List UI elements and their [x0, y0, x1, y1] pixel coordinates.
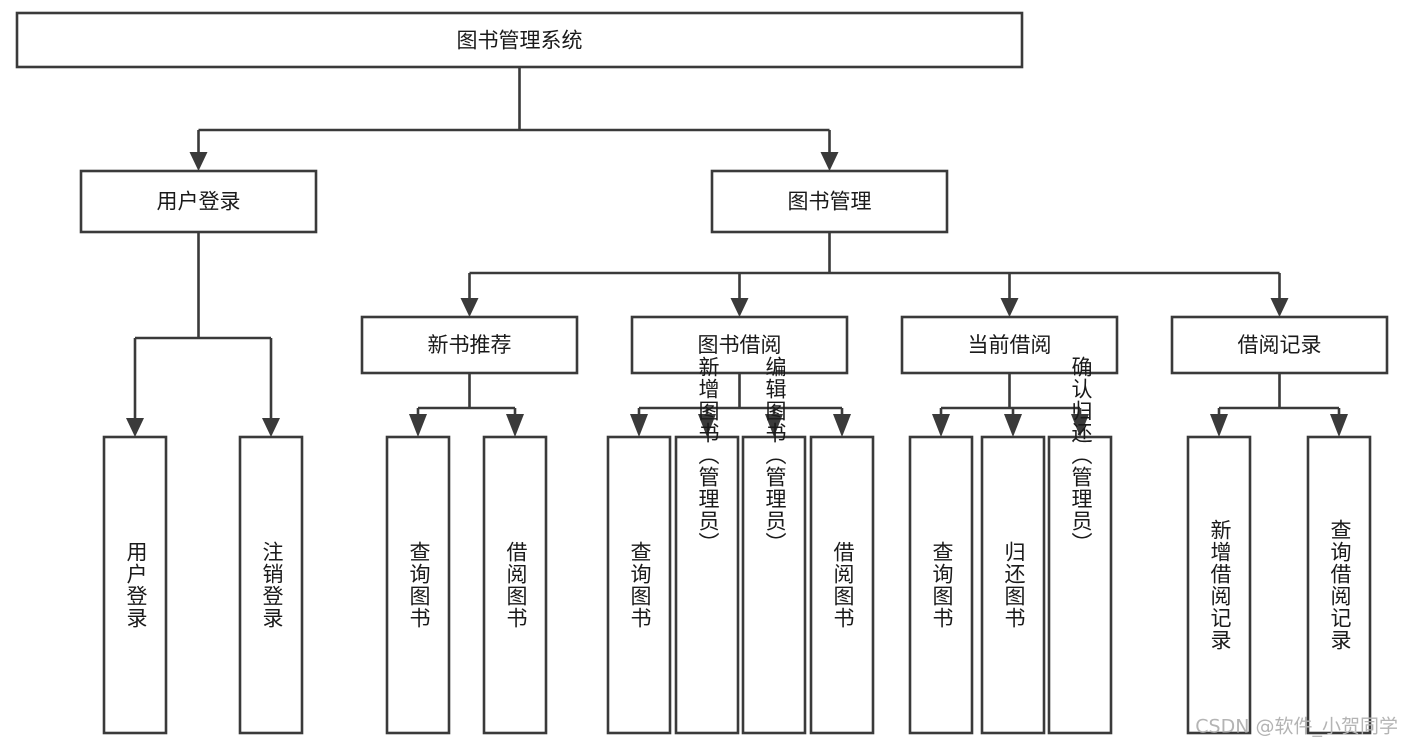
arrowhead-current-borrow [1000, 298, 1019, 317]
node-book-manage-label: 图书管理 [788, 190, 872, 214]
arrowhead-leaf-confirm-return [1071, 414, 1089, 437]
arrowhead-leaf-user-login [126, 418, 144, 437]
leaf-node-return-book[interactable]: 归还图书 [980, 435, 1046, 735]
edge-borrow-bus [637, 373, 844, 418]
node-borrow-record-box[interactable] [1170, 315, 1389, 375]
connector-layer [126, 67, 1348, 437]
arrowhead-leaf-query-record [1330, 414, 1348, 437]
edge-userlogin-bus [133, 232, 273, 418]
node-user-login[interactable]: 用户登录 [79, 169, 318, 234]
leaf-query-book-3-box[interactable] [908, 435, 974, 735]
leaf-node-add-book[interactable]: 新增图书（管理员） [674, 356, 740, 735]
leaf-add-record-box[interactable] [1186, 435, 1252, 735]
leaf-node-borrow-book-recommend[interactable]: 借阅图书 [482, 435, 548, 735]
node-root-box[interactable] [15, 11, 1024, 69]
edge-bookmanage-bus [468, 232, 1281, 298]
arrowhead-leaf-query-book-1 [409, 414, 427, 437]
node-new-book-recommend[interactable]: 新书推荐 [360, 315, 579, 375]
leaf-node-query-book-current[interactable]: 查询图书 [908, 435, 974, 735]
node-borrow-record[interactable]: 借阅记录 [1170, 315, 1389, 375]
leaf-node-query-book-borrow[interactable]: 查询图书 [606, 435, 672, 735]
leaf-node-query-book-recommend[interactable]: 查询图书 [385, 435, 451, 735]
node-borrow-record-label: 借阅记录 [1238, 333, 1322, 357]
edge-current-bus [939, 373, 1082, 418]
edge-root-bus [197, 67, 831, 152]
csdn-watermark: CSDN @软件_小贺同学 [1195, 716, 1398, 738]
leaf-user-login-box[interactable] [102, 435, 168, 735]
leaf-node-borrow-book[interactable]: 借阅图书 [809, 435, 875, 735]
leaf-query-record-label: 查询借阅记录 [1328, 519, 1352, 651]
arrowhead-book-manage [820, 152, 839, 171]
node-book-borrow-label: 图书借阅 [698, 333, 782, 357]
leaf-query-book-1-box[interactable] [385, 435, 451, 735]
node-current-borrow-label: 当前借阅 [968, 333, 1052, 357]
leaf-borrow-book-1-box[interactable] [482, 435, 548, 735]
arrowhead-leaf-query-book-2 [630, 414, 648, 437]
node-book-manage-box[interactable] [710, 169, 949, 234]
leaf-borrow-book-2-label: 借阅图书 [831, 541, 855, 629]
node-user-login-box[interactable] [79, 169, 318, 234]
leaf-add-record-label: 新增借阅记录 [1208, 519, 1232, 651]
leaf-node-logout[interactable]: 注销登录 [238, 435, 304, 735]
arrowhead-borrow-record [1270, 298, 1289, 317]
leaf-add-book-box[interactable] [674, 435, 740, 735]
leaf-borrow-book-2-box[interactable] [809, 435, 875, 735]
arrowhead-leaf-borrow-book-1 [506, 414, 524, 437]
leaf-logout-box[interactable] [238, 435, 304, 735]
leaf-logout-label: 注销登录 [260, 541, 284, 629]
node-root[interactable]: 图书管理系统 [15, 11, 1024, 69]
leaf-query-book-2-box[interactable] [606, 435, 672, 735]
leaf-query-record-box[interactable] [1306, 435, 1372, 735]
leaf-node-add-borrow-record[interactable]: 新增借阅记录 [1186, 435, 1252, 735]
leaf-return-book-box[interactable] [980, 435, 1046, 735]
node-current-borrow-box[interactable] [900, 315, 1119, 375]
arrowhead-leaf-logout [262, 418, 280, 437]
arrowhead-user-login [189, 152, 208, 171]
node-current-borrow[interactable]: 当前借阅 [900, 315, 1119, 375]
node-book-borrow[interactable]: 图书借阅 [630, 315, 849, 375]
leaf-confirm-return-box[interactable] [1047, 435, 1113, 735]
leaf-edit-book-label: 编辑图书（管理员） [763, 356, 787, 554]
leaf-confirm-return-label: 确认归还（管理员） [1069, 356, 1093, 554]
edge-record-bus [1217, 373, 1341, 418]
leaf-node-edit-book[interactable]: 编辑图书（管理员） [741, 356, 807, 735]
leaf-add-book-label: 新增图书（管理员） [696, 356, 720, 554]
leaf-borrow-book-1-label: 借阅图书 [504, 541, 528, 629]
leaf-node-query-borrow-record[interactable]: 查询借阅记录 [1306, 435, 1372, 735]
leaf-query-book-2-label: 查询图书 [628, 541, 652, 629]
leaf-query-book-3-label: 查询图书 [930, 541, 954, 629]
arrowhead-leaf-add-book [698, 414, 716, 437]
edge-recommend-bus [416, 373, 517, 418]
leaf-user-login-label: 用户登录 [124, 541, 148, 629]
leaf-query-book-1-label: 查询图书 [407, 541, 431, 629]
arrowhead-leaf-return-book [1004, 414, 1022, 437]
arrowhead-book-borrow [730, 298, 749, 317]
leaf-return-book-label: 归还图书 [1002, 541, 1026, 629]
arrowhead-leaf-edit-book [765, 414, 783, 437]
node-root-label: 图书管理系统 [457, 29, 583, 53]
node-new-book-recommend-box[interactable] [360, 315, 579, 375]
leaf-edit-book-box[interactable] [741, 435, 807, 735]
arrowhead-leaf-add-record [1210, 414, 1228, 437]
arrowhead-leaf-borrow-book-2 [833, 414, 851, 437]
node-user-login-label: 用户登录 [157, 190, 241, 214]
node-new-book-recommend-label: 新书推荐 [428, 333, 512, 357]
node-book-borrow-box[interactable] [630, 315, 849, 375]
leaf-node-confirm-return[interactable]: 确认归还（管理员） [1047, 356, 1113, 735]
leaf-node-user-login[interactable]: 用户登录 [102, 435, 168, 735]
arrowhead-new-book-recommend [460, 298, 479, 317]
arrowhead-leaf-query-book-3 [932, 414, 950, 437]
node-book-manage[interactable]: 图书管理 [710, 169, 949, 234]
